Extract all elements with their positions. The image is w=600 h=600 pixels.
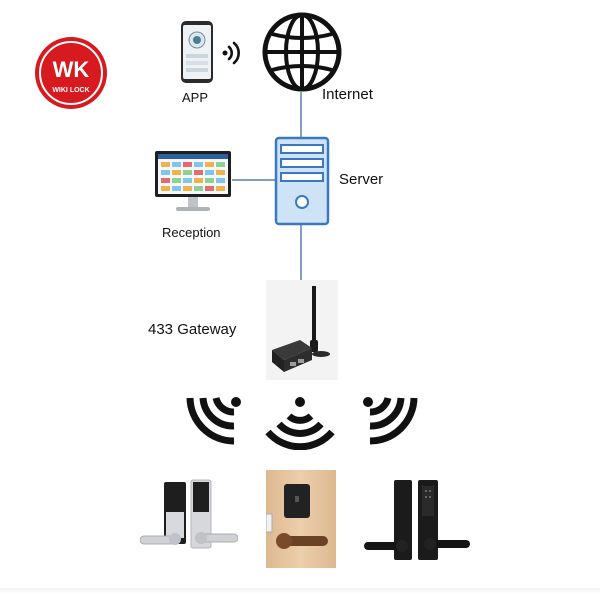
hotel-lock-black-icon: [364, 476, 470, 568]
wifi-icon: [220, 40, 246, 66]
bottom-divider: [0, 588, 600, 594]
gateway-label: 433 Gateway: [148, 321, 237, 338]
gateway-device-icon: [266, 280, 338, 380]
hotel-lock-silver-icon: [140, 472, 238, 568]
server-label: Server: [339, 171, 384, 188]
internet-label: Internet: [322, 86, 373, 103]
hotel-lock-wood-door-icon: [266, 470, 336, 568]
radio-signal-up-icon: [262, 394, 338, 450]
svg-text:WK: WK: [53, 57, 90, 82]
wiki-lock-logo: WK WIKI LOCK: [34, 36, 108, 110]
svg-text:WIKI LOCK: WIKI LOCK: [52, 87, 89, 94]
smartphone-icon: [180, 20, 214, 84]
reception-label: Reception: [162, 225, 221, 240]
monitor-icon: [154, 150, 232, 214]
app-label: APP: [182, 90, 209, 105]
radio-signal-left-icon: [186, 394, 244, 450]
globe-icon: [262, 12, 342, 92]
server-icon: [274, 136, 330, 226]
radio-signal-right-icon: [360, 394, 418, 450]
